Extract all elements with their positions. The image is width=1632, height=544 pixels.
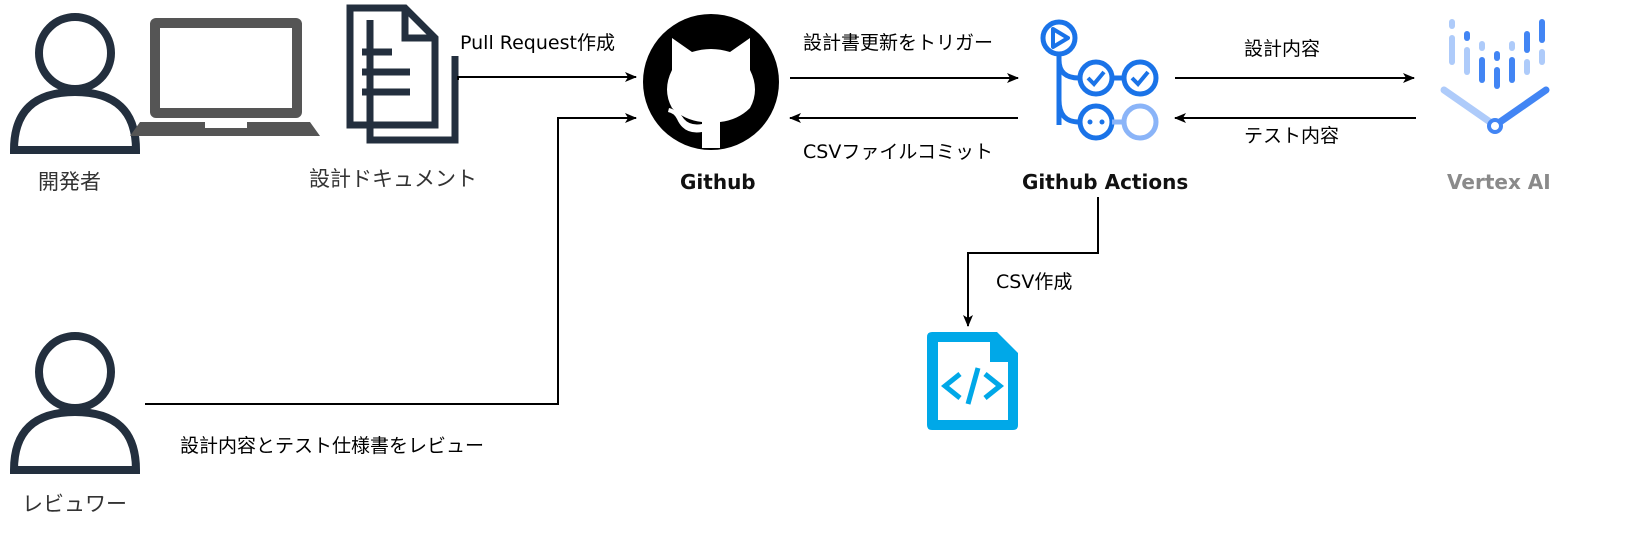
edge-label-design-content: 設計内容 <box>1244 38 1321 60</box>
design-doc-label: 設計ドキュメント <box>309 167 477 191</box>
edges <box>145 72 1416 405</box>
edge-csv-create <box>963 197 1099 327</box>
reviewer-person-icon <box>9 332 141 474</box>
vertex-ai-icon <box>1440 19 1550 134</box>
developer-person-icon <box>9 13 141 154</box>
edge-label-csv-create: CSV作成 <box>996 271 1073 293</box>
edge-review <box>145 113 637 405</box>
edge-label-test-content: テスト内容 <box>1244 125 1340 147</box>
reviewer-label: レビュワー <box>22 492 127 516</box>
edge-label-review: 設計内容とテスト仕様書をレビュー <box>180 435 485 457</box>
edge-label-trigger: 設計書更新をトリガー <box>803 32 994 54</box>
github-icon <box>643 14 779 150</box>
edge-label-pull-request: Pull Request作成 <box>460 32 615 54</box>
github-actions-icon <box>1040 19 1159 141</box>
developer-label: 開発者 <box>38 170 101 194</box>
document-icon <box>346 4 459 144</box>
edge-label-csv-commit: CSVファイルコミット <box>803 141 993 163</box>
github-label: Github <box>680 170 756 194</box>
vertex-ai-label: Vertex AI <box>1447 170 1551 194</box>
edge-pull-request <box>457 72 637 82</box>
laptop-icon <box>130 18 320 136</box>
github-actions-label: Github Actions <box>1022 170 1189 194</box>
code-file-icon <box>927 332 1018 430</box>
